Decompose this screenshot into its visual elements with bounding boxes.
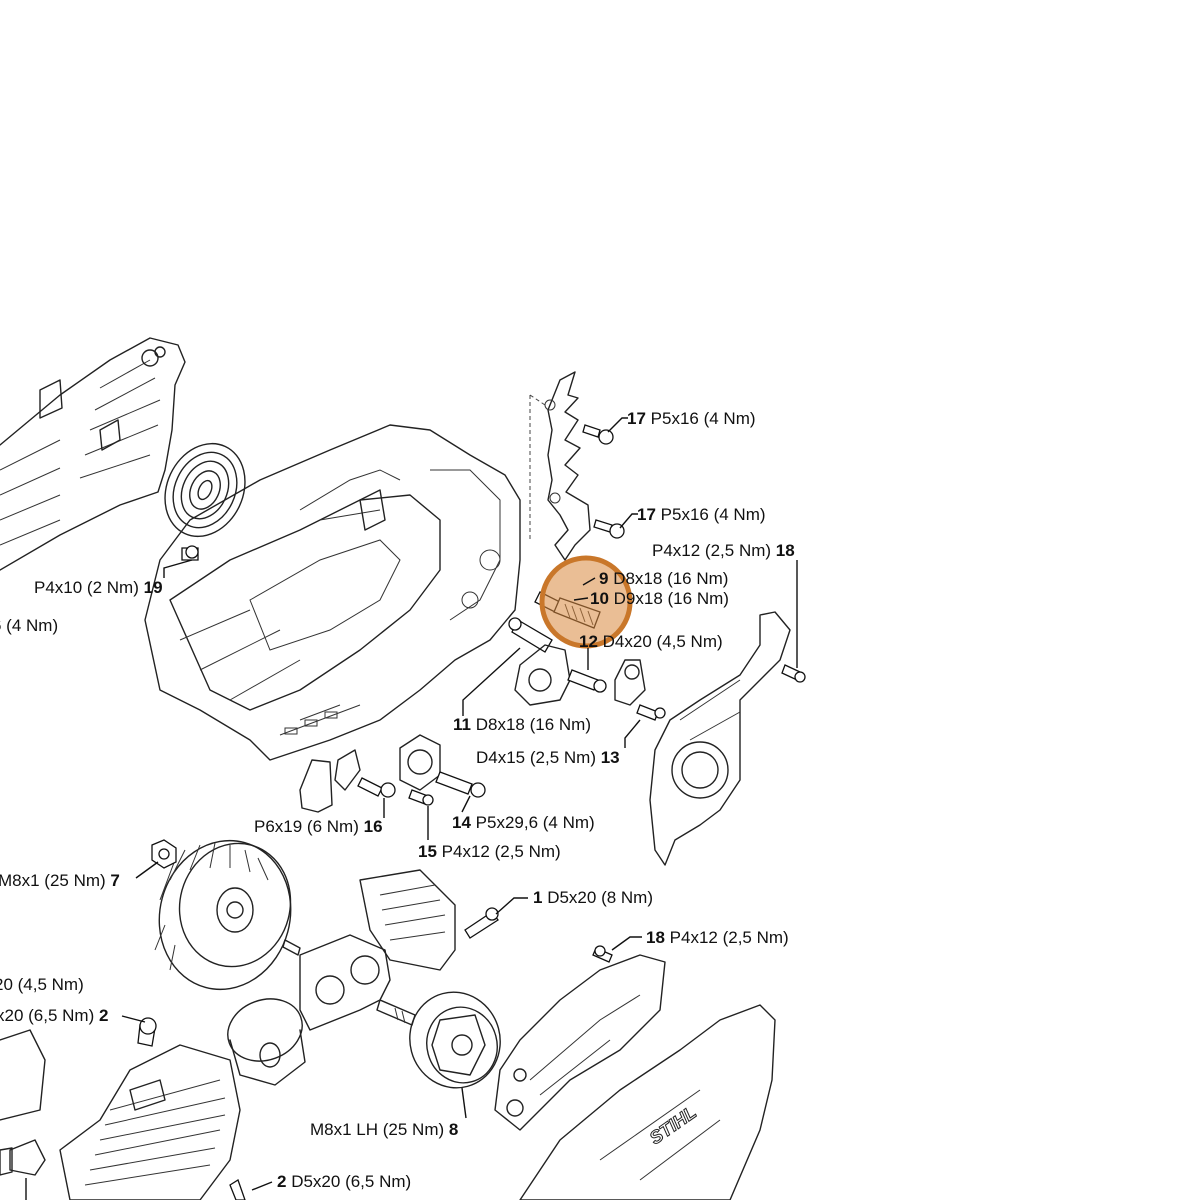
fan-housing [0, 337, 186, 571]
label-7: M8x1 (25 Nm) 7 [0, 871, 120, 890]
label-cut-left-1: 6 (4 Nm) [0, 616, 59, 635]
leader-lines [25, 417, 798, 1200]
label-10: 10 D9x18 (16 Nm) [590, 589, 729, 608]
label-16: P6x19 (6 Nm) 16 [254, 817, 383, 836]
ignition-module [359, 869, 499, 971]
piston [227, 998, 306, 1086]
crankshaft-icon [282, 934, 416, 1031]
label-cut-left-2: 20 (4,5 Nm) [0, 975, 84, 994]
label-17-upper: 17 P5x16 (4 Nm) [627, 409, 756, 428]
torx-screw-icon [181, 545, 199, 561]
chain-sprocket-cover-plate [649, 611, 806, 866]
bumper-spike [529, 371, 591, 561]
spark-plug [0, 1029, 46, 1176]
label-17-lower: 17 P5x16 (4 Nm) [637, 505, 766, 524]
spring-icon [164, 442, 246, 538]
small-bracket-parts [299, 734, 486, 813]
highlight-marker [539, 555, 633, 649]
label-18-upper: P4x12 (2,5 Nm) 18 [652, 541, 795, 560]
flange-nut-icon [151, 839, 177, 869]
label-14: 14 P5x29,6 (4 Nm) [452, 813, 595, 832]
label-2: 2 D5x20 (6,5 Nm) [277, 1172, 412, 1191]
flywheel-icon [154, 839, 292, 991]
label-15: 15 P4x12 (2,5 Nm) [418, 842, 561, 861]
label-9: 9 D8x18 (16 Nm) [599, 569, 729, 588]
oil-pump [514, 644, 666, 721]
label-1: 1 D5x20 (8 Nm) [533, 888, 654, 907]
label-cut-left-3: x20 (6,5 Nm) 2 [0, 1006, 109, 1025]
label-19: P4x10 (2 Nm) 19 [34, 578, 163, 597]
crankcase-housing [144, 424, 521, 761]
clutch-icon [409, 991, 501, 1089]
label-8: M8x1 LH (25 Nm) 8 [310, 1120, 459, 1139]
label-13: D4x15 (2,5 Nm) 13 [476, 748, 620, 767]
label-11: 11 D8x18 (16 Nm) [453, 715, 591, 734]
label-18-lower: 18 P4x12 (2,5 Nm) [646, 928, 789, 947]
cylinder [59, 1017, 246, 1200]
label-12: 12 D4x20 (4,5 Nm) [579, 632, 723, 651]
sprocket-cover: STIHL [494, 945, 776, 1200]
